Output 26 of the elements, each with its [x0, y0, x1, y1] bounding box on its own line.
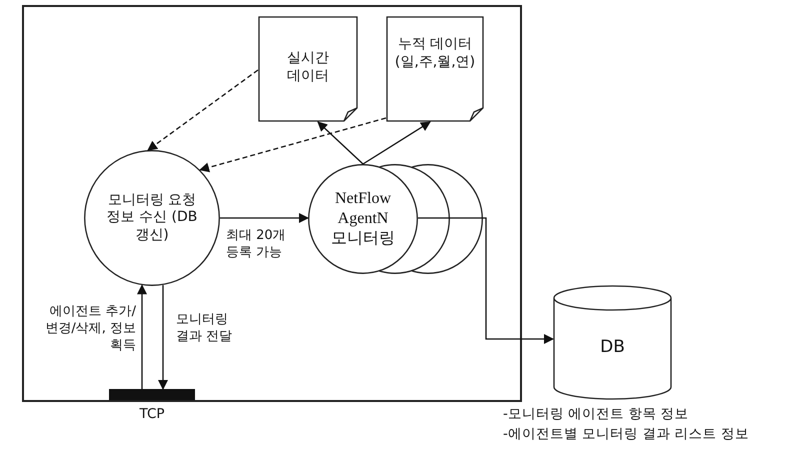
- arrow: [317, 121, 364, 164]
- database-cylinder: [553, 285, 672, 400]
- node-text: 실시간 데이터: [286, 50, 330, 85]
- edge-label: 에이전트 추가/변경/삭제, 정보 획득: [44, 304, 136, 355]
- note-text: TCP: [138, 406, 166, 424]
- port-bar: [109, 389, 195, 400]
- note-text: -모니터링 에이전트 항목 정보: [503, 406, 690, 424]
- node-text: 모니터링 요청 정보 수신 (DB 갱신): [106, 192, 198, 244]
- dashed-arrow: [199, 117, 386, 172]
- document-shape: [386, 16, 484, 122]
- note-text: -에이전트별 모니터링 결과 리스트 정보: [503, 426, 750, 444]
- arrow: [418, 217, 554, 344]
- dashed-arrow: [147, 69, 258, 151]
- arrow: [158, 285, 168, 390]
- node-text: DB: [599, 337, 626, 358]
- stacked-process-circles: [308, 163, 482, 275]
- arrow: [137, 284, 147, 389]
- edge-label: 최대 20개 등록 가능: [226, 228, 287, 262]
- arrow: [362, 121, 431, 165]
- system-boundary: [22, 5, 522, 402]
- process-circle: [84, 150, 220, 286]
- arrow: [220, 213, 309, 223]
- document-shape: [258, 16, 358, 122]
- edge-label: 모니터링 결과 전달: [176, 312, 234, 346]
- node-text: 누적 데이터 (일,주,월,연): [394, 36, 476, 71]
- node-text: NetFlow AgentN 모니터링: [330, 189, 396, 249]
